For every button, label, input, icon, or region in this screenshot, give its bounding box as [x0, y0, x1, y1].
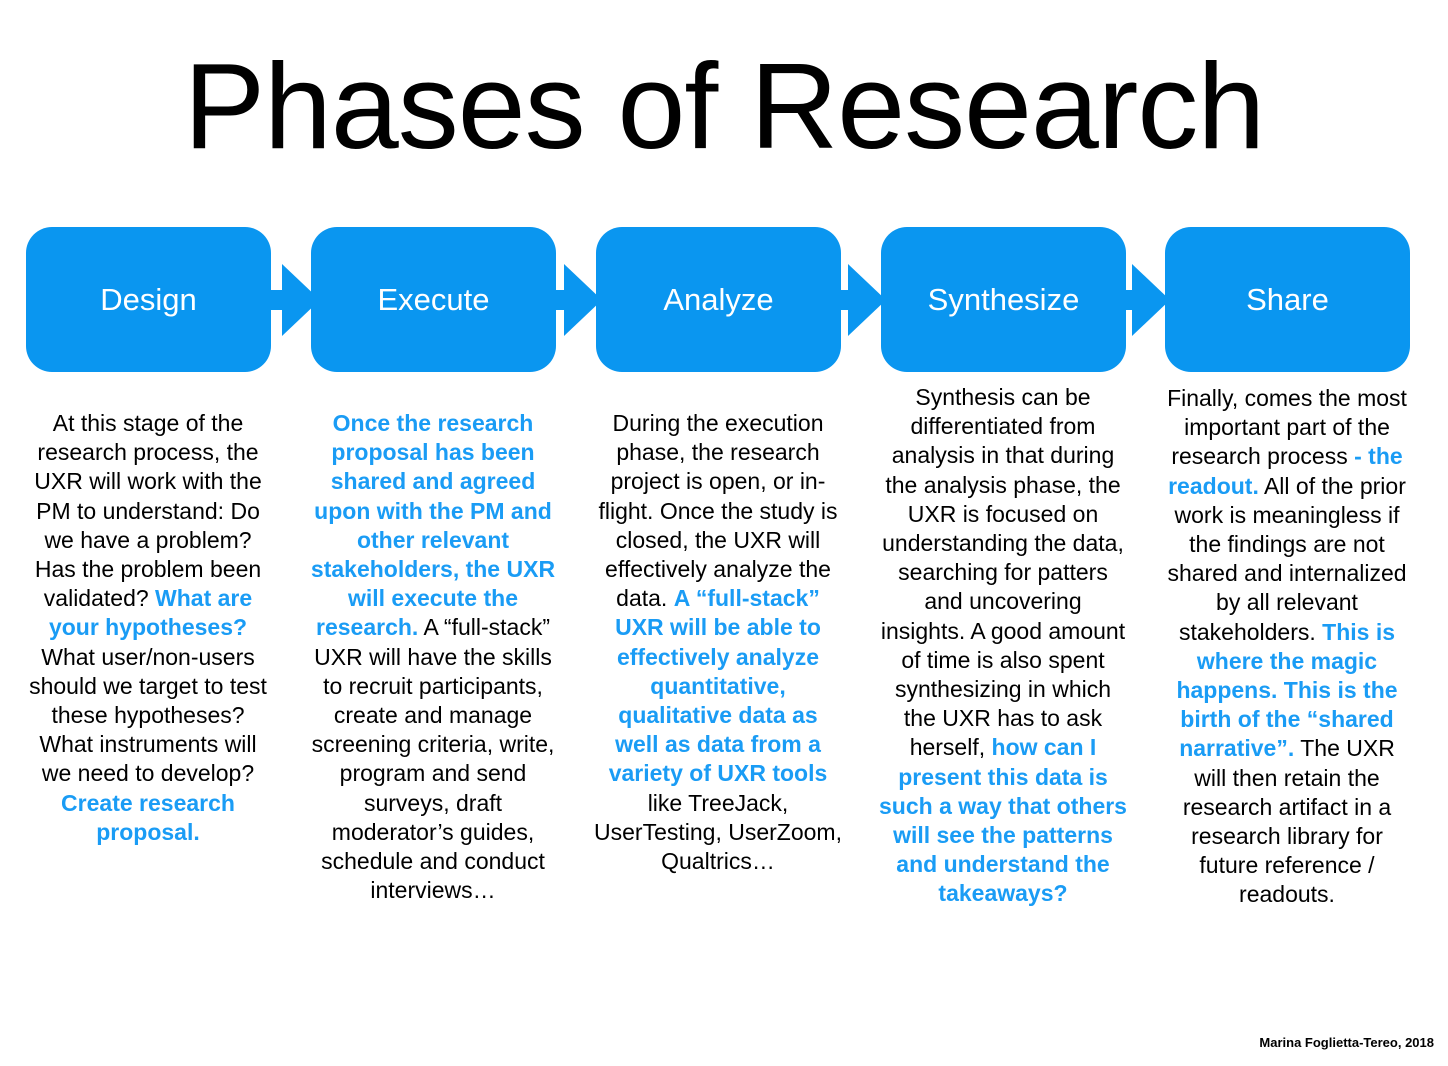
phase-label: Analyze: [663, 281, 774, 317]
phase-box-design: Design: [26, 227, 271, 372]
description-text: All of the prior work is meaningless if …: [1167, 472, 1407, 645]
description-highlight: - the readout.: [1168, 443, 1403, 499]
page-title: Phases of Research: [183, 38, 1266, 174]
phase-label: Design: [100, 281, 197, 317]
description-highlight: Create research proposal.: [61, 789, 235, 845]
right-arrow-icon: [1132, 264, 1170, 336]
right-arrow-icon: [564, 264, 602, 336]
author-credit: Marina Foglietta-Tereo, 2018: [1259, 1035, 1434, 1050]
description-highlight: What are your hypotheses?: [48, 585, 253, 641]
phase-box-synthesize: Synthesize: [881, 227, 1126, 372]
phase-description-analyze: During the execution phase, the research…: [594, 409, 842, 876]
description-highlight: This is where the magic happens. This is…: [1176, 618, 1398, 762]
description-text: During the execution phase, the research…: [598, 410, 838, 612]
description-highlight: how can I present this data is such a wa…: [879, 734, 1127, 907]
connector-stem: [270, 290, 284, 310]
phase-description-share: Finally, comes the most important part o…: [1163, 384, 1411, 910]
phase-box-execute: Execute: [311, 227, 556, 372]
description-highlight: Once the research proposal has been shar…: [310, 410, 556, 641]
phase-box-share: Share: [1165, 227, 1410, 372]
description-text: At this stage of the research process, t…: [34, 410, 262, 612]
right-arrow-icon: [848, 264, 886, 336]
description-text: Finally, comes the most important part o…: [1167, 385, 1407, 470]
description-text: Synthesis can be differentiated from ana…: [880, 384, 1126, 761]
phase-description-synthesize: Synthesis can be differentiated from ana…: [879, 383, 1127, 909]
phase-description-execute: Once the research proposal has been shar…: [310, 409, 556, 905]
description-text: like TreeJack, UserTesting, UserZoom, Qu…: [594, 789, 842, 875]
phase-label: Synthesize: [927, 281, 1080, 317]
phase-description-design: At this stage of the research process, t…: [24, 409, 272, 847]
phase-label: Share: [1246, 281, 1329, 317]
description-text: A “full-stack” UXR will have the skills …: [311, 614, 555, 904]
description-text: What user/non-users should we target to …: [29, 643, 267, 787]
description-highlight: A “full-stack” UXR will be able to effec…: [608, 585, 828, 787]
description-text: The UXR will then retain the research ar…: [1182, 735, 1395, 908]
phase-box-analyze: Analyze: [596, 227, 841, 372]
phase-label: Execute: [377, 281, 490, 317]
